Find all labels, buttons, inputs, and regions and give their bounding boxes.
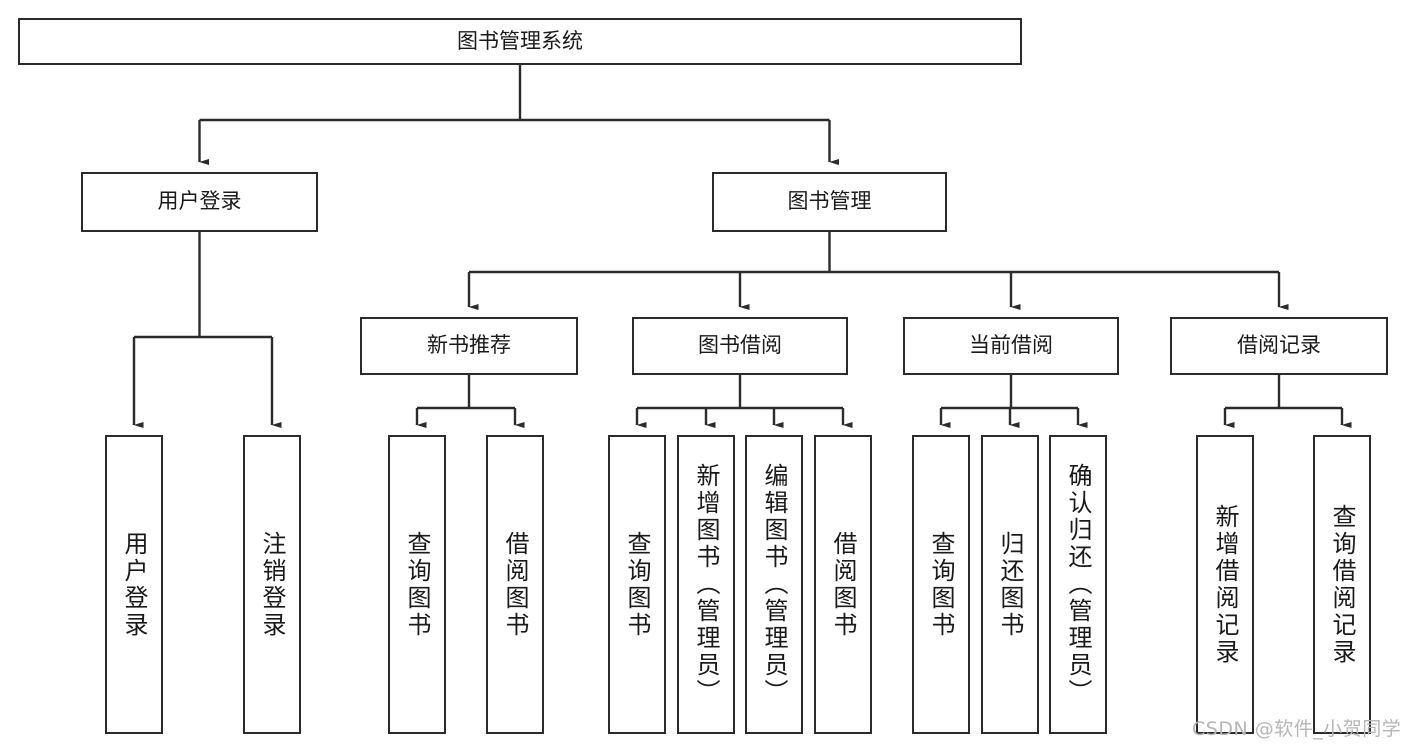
node-label-borrow-record: 借阅记录 <box>1237 333 1321 358</box>
node-leaf-add-borrow-record[interactable]: 新增借阅记录 <box>1196 435 1254 734</box>
node-label-book-manage: 图书管理 <box>787 189 872 214</box>
node-leaf-user-logout[interactable]: 注销登录 <box>243 435 301 734</box>
node-leaf-confirm-return-admin[interactable]: 确认归还（管理员） <box>1049 435 1107 734</box>
node-label-leaf-query-borrow-record: 查询借阅记录 <box>1328 503 1356 666</box>
node-label-leaf-user-login: 用户登录 <box>120 530 148 639</box>
node-label-leaf-user-logout: 注销登录 <box>258 530 286 639</box>
node-user-login[interactable]: 用户登录 <box>81 172 318 232</box>
node-label-leaf-borrow-book-2: 借阅图书 <box>829 530 857 639</box>
node-label-new-book-recommend: 新书推荐 <box>427 333 511 358</box>
node-label-leaf-add-book-admin: 新增图书（管理员） <box>692 463 720 706</box>
node-label-leaf-query-book-3: 查询图书 <box>927 530 955 639</box>
node-leaf-query-borrow-record[interactable]: 查询借阅记录 <box>1313 435 1371 734</box>
node-leaf-borrow-book-2[interactable]: 借阅图书 <box>814 435 872 734</box>
node-label-book-borrow: 图书借阅 <box>698 333 782 358</box>
node-leaf-edit-book-admin[interactable]: 编辑图书（管理员） <box>745 435 803 734</box>
node-leaf-borrow-book-1[interactable]: 借阅图书 <box>486 435 544 734</box>
node-leaf-user-login[interactable]: 用户登录 <box>105 435 163 734</box>
node-current-borrow[interactable]: 当前借阅 <box>903 317 1119 375</box>
node-book-borrow[interactable]: 图书借阅 <box>632 317 848 375</box>
node-label-leaf-return-book: 归还图书 <box>996 530 1024 639</box>
node-label-current-borrow: 当前借阅 <box>969 333 1053 358</box>
node-leaf-return-book[interactable]: 归还图书 <box>981 435 1039 734</box>
node-leaf-add-book-admin[interactable]: 新增图书（管理员） <box>677 435 735 734</box>
node-label-leaf-confirm-return-admin: 确认归还（管理员） <box>1064 463 1092 706</box>
node-book-manage[interactable]: 图书管理 <box>712 172 947 232</box>
watermark-csdn: CSDN @软件_小贺同学 <box>1192 718 1402 740</box>
node-new-book-recommend[interactable]: 新书推荐 <box>360 317 578 375</box>
node-root[interactable]: 图书管理系统 <box>18 18 1022 65</box>
node-label-leaf-edit-book-admin: 编辑图书（管理员） <box>760 463 788 706</box>
node-leaf-query-book-2[interactable]: 查询图书 <box>608 435 666 734</box>
node-leaf-query-book-3[interactable]: 查询图书 <box>912 435 970 734</box>
node-label-user-login: 用户登录 <box>157 189 242 214</box>
node-borrow-record[interactable]: 借阅记录 <box>1170 317 1388 375</box>
node-label-leaf-query-book-1: 查询图书 <box>403 530 431 639</box>
node-leaf-query-book-1[interactable]: 查询图书 <box>388 435 446 734</box>
node-label-leaf-add-borrow-record: 新增借阅记录 <box>1211 503 1239 666</box>
node-label-leaf-query-book-2: 查询图书 <box>623 530 651 639</box>
node-label-root: 图书管理系统 <box>457 28 583 53</box>
node-label-leaf-borrow-book-1: 借阅图书 <box>501 530 529 639</box>
